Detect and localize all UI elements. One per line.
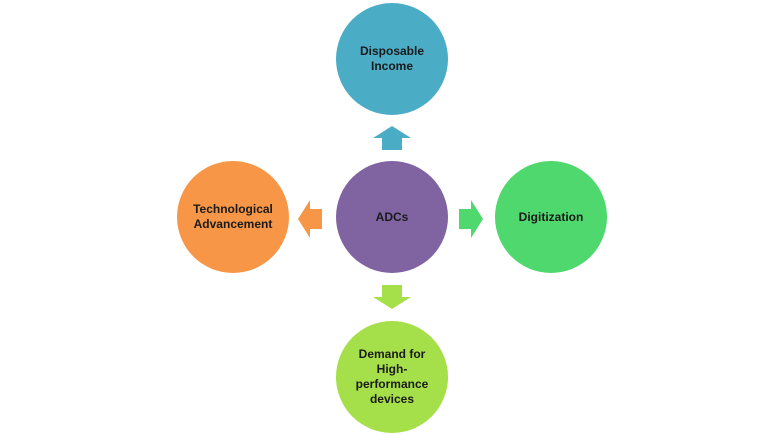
- top-node-label: Disposable Income: [359, 44, 425, 73]
- node-demand-high-performance-devices: Demand for High-performance devices: [336, 321, 448, 433]
- node-disposable-income: Disposable Income: [336, 3, 448, 115]
- arrow-left-icon: [298, 200, 322, 238]
- center-node-label: ADCs: [375, 209, 409, 224]
- bottom-node-label: Demand for High-performance devices: [355, 347, 429, 406]
- left-node-label: Technological Advancement: [193, 202, 273, 231]
- arrow-up-icon: [373, 126, 411, 150]
- arrow-right-icon: [459, 200, 483, 238]
- right-node-label: Digitization: [518, 209, 584, 224]
- node-digitization: Digitization: [495, 161, 607, 273]
- center-node-adcs: ADCs: [336, 161, 448, 273]
- arrow-down-icon: [373, 285, 411, 309]
- node-technological-advancement: Technological Advancement: [177, 161, 289, 273]
